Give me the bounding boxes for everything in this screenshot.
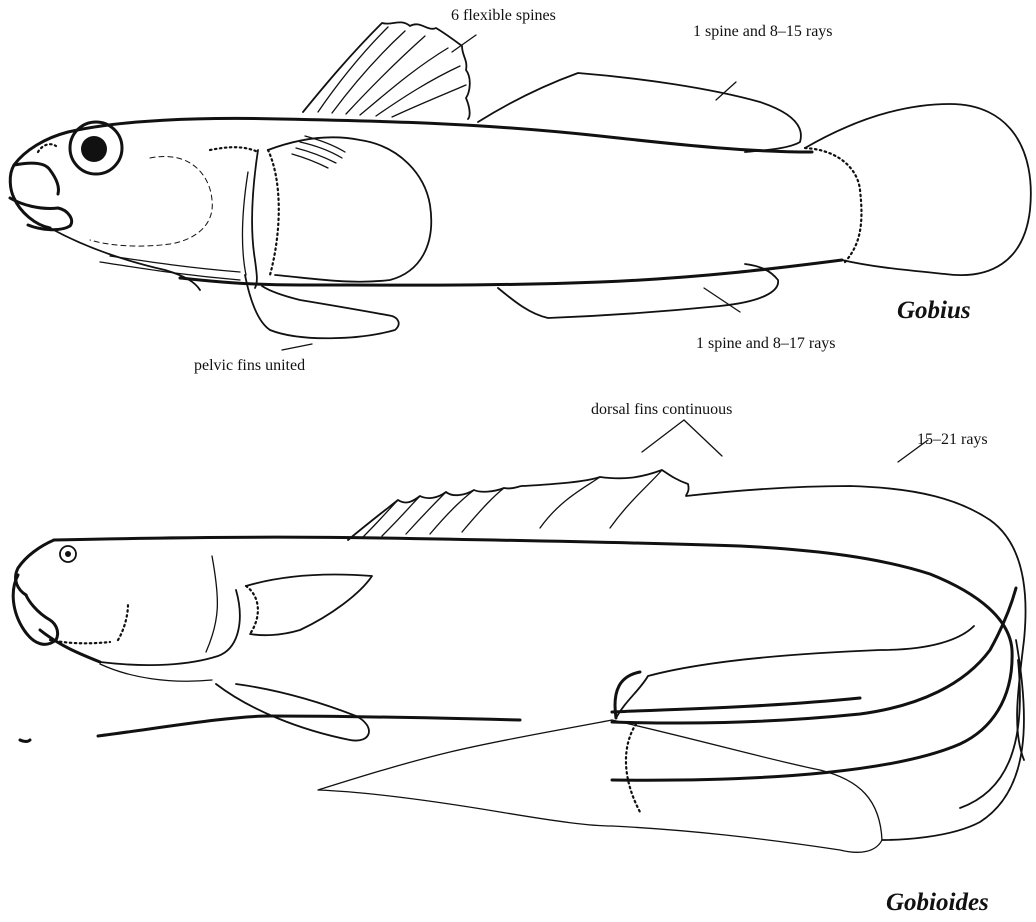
gobius-genus-name: Gobius xyxy=(897,297,971,324)
gobius-drawing xyxy=(10,22,1031,350)
gobius-first-dorsal-fin xyxy=(303,22,470,119)
gobius-label-second-dorsal: 1 spine and 8–15 rays xyxy=(693,23,833,40)
gobioides-dorsal-fin xyxy=(348,470,1026,760)
gobius-label-anal: 1 spine and 8–17 rays xyxy=(696,335,836,352)
gobioides-label-dorsal: dorsal fins continuous xyxy=(591,401,732,418)
gobius-label-first-dorsal: 6 flexible spines xyxy=(451,7,556,24)
gobius-body xyxy=(68,118,842,285)
gobioides-pectoral-fin xyxy=(246,574,372,635)
gobioides-body xyxy=(54,537,1012,780)
gobioides-label-rays: 15–21 rays xyxy=(917,431,988,448)
gobioides-genus-name: Gobioides xyxy=(886,889,989,916)
gobius-label-pelvic: pelvic fins united xyxy=(194,357,305,374)
gobius-head xyxy=(10,122,258,290)
gobioides-drawing xyxy=(13,420,1025,852)
gobius-caudal-fin xyxy=(805,104,1031,275)
gobioides-head xyxy=(13,540,240,681)
gobioides-pelvic-fin xyxy=(216,684,369,741)
gobius-pectoral-fin xyxy=(268,136,431,282)
